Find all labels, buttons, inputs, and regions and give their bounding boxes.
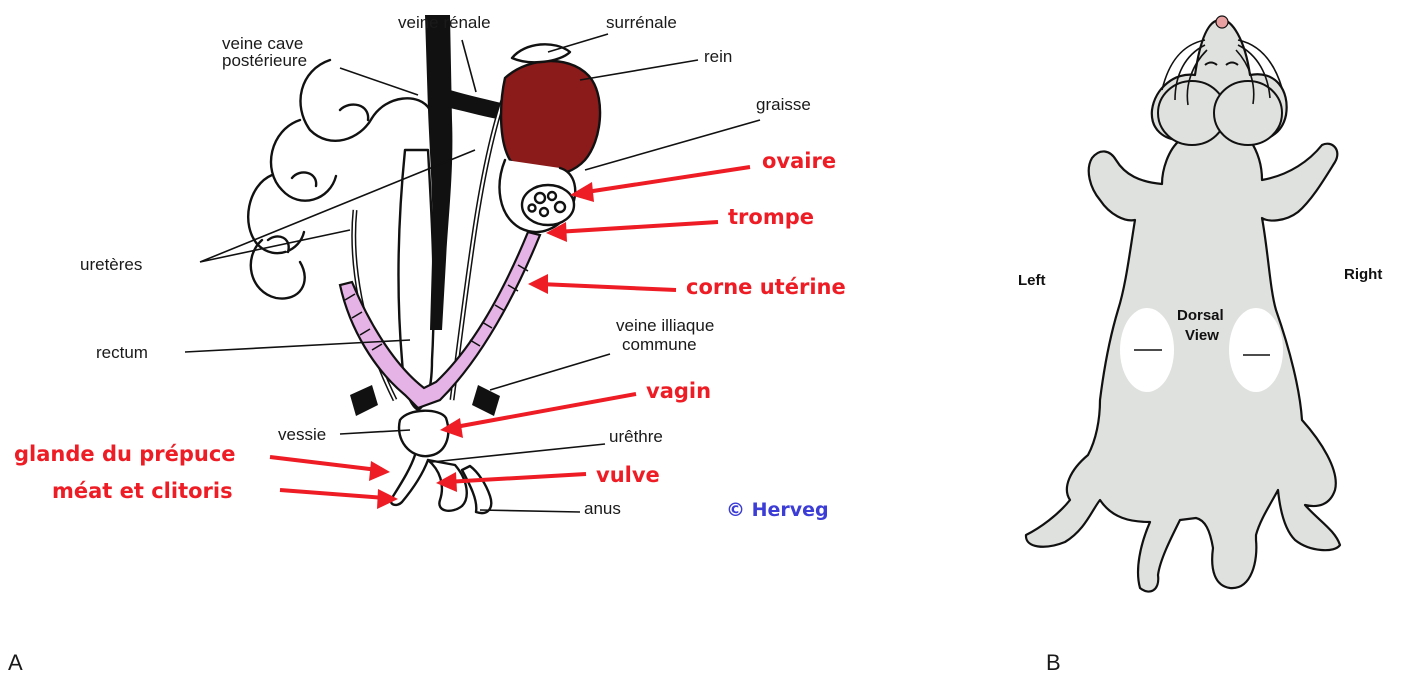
ovary — [522, 185, 574, 225]
iliac-vein-left — [350, 385, 378, 416]
label-view: View — [1185, 327, 1219, 344]
kidney — [501, 61, 600, 176]
label-corne-uterine: corne utérine — [686, 275, 846, 299]
label-urethre: urêthre — [609, 427, 663, 446]
label-rectum: rectum — [96, 343, 148, 362]
label-meat-clitoris: méat et clitoris — [52, 479, 233, 503]
lead-rein — [580, 60, 698, 80]
panel-a-anatomy-diagram: veine rénale veine cave postérieure surr… — [8, 13, 846, 674]
mouse-ear-right — [1214, 81, 1282, 145]
label-anus: anus — [584, 499, 621, 518]
label-surrenale: surrénale — [606, 13, 677, 32]
mouse-nose — [1216, 16, 1228, 28]
label-vessie: vessie — [278, 425, 326, 444]
panel-b-mouse-dorsal-view: Left Right Dorsal View B — [1018, 16, 1382, 674]
label-left: Left — [1018, 272, 1046, 289]
lead-anus — [480, 510, 580, 512]
label-vagin: vagin — [646, 379, 711, 403]
label-trompe: trompe — [728, 205, 814, 229]
implant-site-right — [1229, 308, 1283, 392]
label-veine-cave-2: postérieure — [222, 51, 307, 70]
label-graisse: graisse — [756, 95, 811, 114]
label-right: Right — [1344, 266, 1382, 283]
lead-graisse — [585, 120, 760, 170]
lead-surrenale — [548, 34, 608, 52]
label-ovaire: ovaire — [762, 149, 836, 173]
lead-iliaque — [490, 354, 610, 390]
label-veine-illiaque-2: commune — [622, 335, 697, 354]
bladder — [399, 411, 448, 456]
copyright-text: © Herveg — [726, 499, 829, 521]
label-ureteres: uretères — [80, 255, 142, 274]
label-veine-illiaque-1: veine illiaque — [616, 316, 714, 335]
adrenal-gland — [512, 44, 570, 62]
label-glande-prepuce: glande du prépuce — [14, 442, 236, 466]
label-dorsal: Dorsal — [1177, 307, 1224, 324]
label-vulve: vulve — [596, 463, 660, 487]
panel-label-b: B — [1046, 650, 1061, 674]
urethra — [391, 455, 428, 505]
iliac-vein-right — [472, 385, 500, 416]
label-veine-renale: veine rénale — [398, 13, 491, 32]
lead-urethre — [432, 444, 605, 462]
panel-label-a: A — [8, 650, 23, 674]
label-rein: rein — [704, 47, 732, 66]
lead-veine-renale — [462, 40, 476, 92]
